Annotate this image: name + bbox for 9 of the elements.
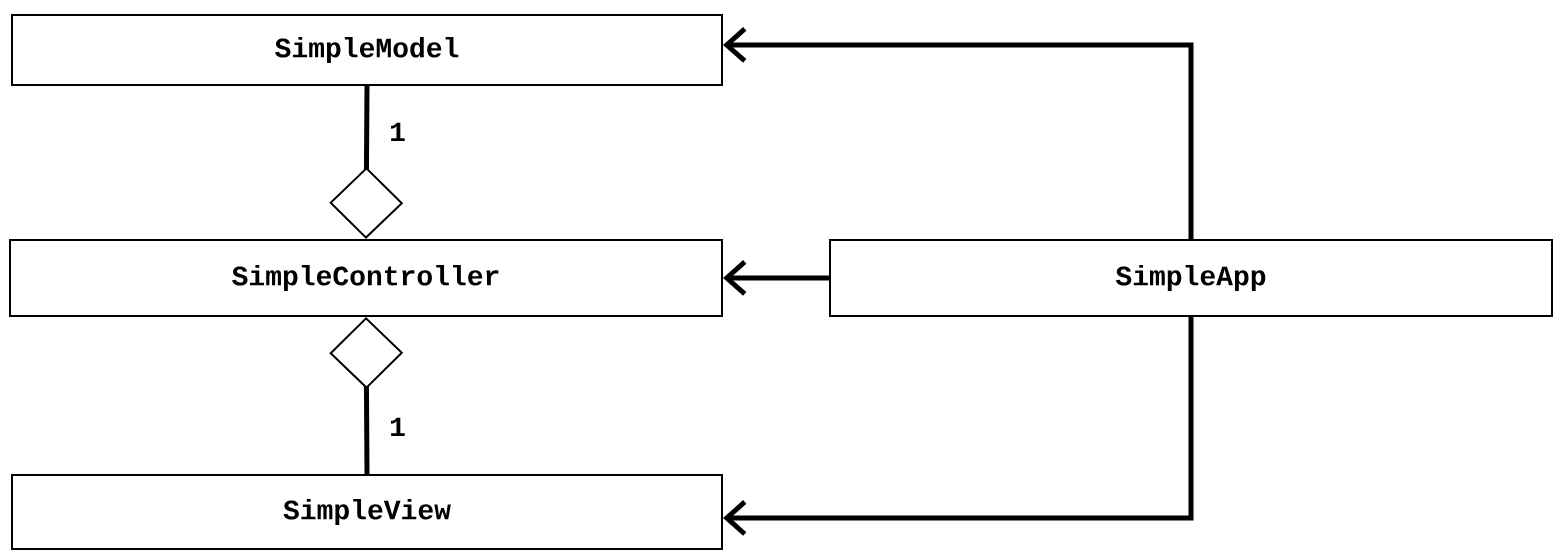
arrow [723,27,1194,239]
aggregation-line [329,85,404,239]
arrow [723,260,829,296]
multiplicity-label: 1 [391,417,405,437]
arrow [723,317,1194,536]
class-box: SimpleApp [829,239,1553,317]
multiplicity-label: 1 [391,122,405,142]
class-box: SimpleModel [11,14,723,86]
class-box: SimpleView [11,474,723,550]
